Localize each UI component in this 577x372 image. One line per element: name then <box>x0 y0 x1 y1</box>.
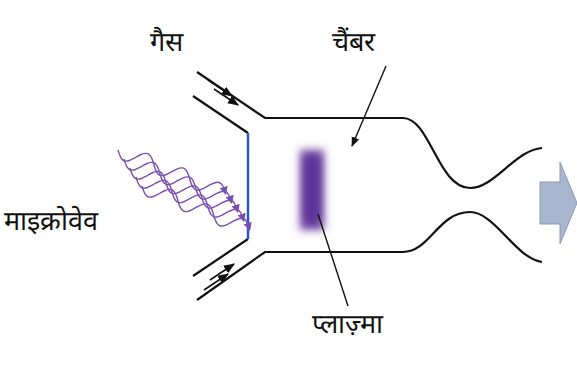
microwave-label: माइक्रोवेव <box>4 205 98 237</box>
chamber-wall <box>193 72 542 300</box>
microwave-wave <box>142 186 250 229</box>
chamber-leader <box>352 66 386 146</box>
plasma-core <box>305 160 319 220</box>
plasma-label: प्लाज़्मा <box>312 308 383 340</box>
microwave-wave <box>130 168 238 211</box>
plasma-glow <box>300 150 324 230</box>
microwave-wave <box>118 150 226 193</box>
microwave-wave <box>136 177 244 220</box>
chamber-label: चैंबर <box>332 26 375 58</box>
gas-label: गैस <box>150 26 183 58</box>
microwave-waves <box>118 150 250 229</box>
plasma-leader <box>318 214 348 306</box>
exhaust-arrow <box>540 162 577 244</box>
microwave-wave <box>124 159 232 202</box>
